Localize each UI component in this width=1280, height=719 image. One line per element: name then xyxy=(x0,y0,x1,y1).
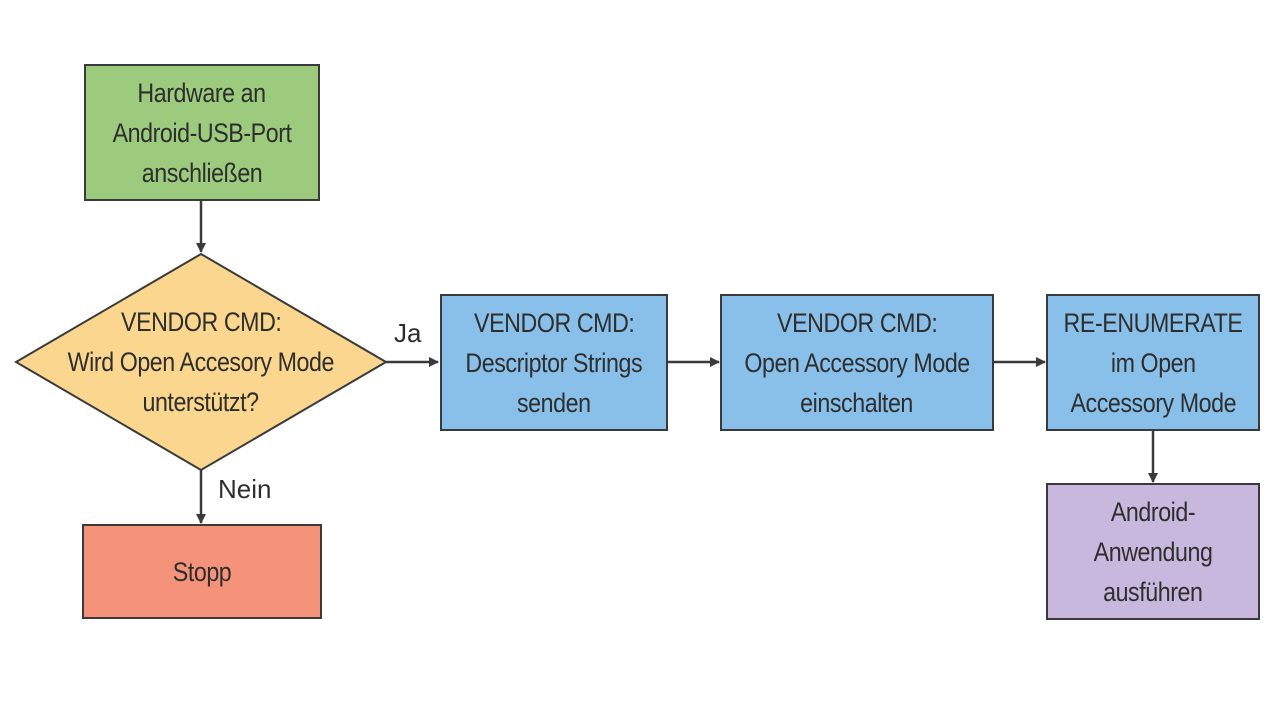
reenumerate-line-2: im Open xyxy=(1110,347,1196,378)
descriptor-line-2: Descriptor Strings xyxy=(465,347,643,378)
android-app-line-1: Android- xyxy=(1110,496,1196,527)
decision-line-3: unterstützt? xyxy=(142,387,260,417)
reenumerate-node: RE-ENUMERATE im Open Accessory Mode xyxy=(1046,294,1260,431)
reenumerate-line-3: Accessory Mode xyxy=(1070,387,1236,418)
start-node: Hardware an Android-USB-Port anschließen xyxy=(84,64,320,201)
stop-line-1: Stopp xyxy=(172,556,232,587)
accessory-on-line-2: Open Accessory Mode xyxy=(744,347,970,378)
yes-label: Ja xyxy=(394,318,422,348)
start-line-1: Hardware an xyxy=(137,77,267,108)
descriptor-line-3: senden xyxy=(517,387,591,418)
decision-line-1: VENDOR CMD: xyxy=(120,307,282,337)
start-line-3: anschließen xyxy=(141,157,263,188)
descriptor-line-1: VENDOR CMD: xyxy=(473,307,635,338)
android-app-node: Android- Anwendung ausführen xyxy=(1046,483,1260,620)
accessory-on-line-1: VENDOR CMD: xyxy=(776,307,938,338)
reenumerate-line-1: RE-ENUMERATE xyxy=(1063,307,1243,338)
descriptor-node: VENDOR CMD: Descriptor Strings senden xyxy=(440,294,668,431)
accessory-on-line-3: einschalten xyxy=(800,387,914,418)
start-line-2: Android-USB-Port xyxy=(112,117,292,148)
decision-line-2: Wird Open Accesory Mode xyxy=(67,347,335,377)
android-app-line-3: ausführen xyxy=(1103,576,1203,607)
decision-text: VENDOR CMD: Wird Open Accesory Mode unte… xyxy=(16,302,386,422)
android-app-line-2: Anwendung xyxy=(1093,536,1213,567)
accessory-on-node: VENDOR CMD: Open Accessory Mode einschal… xyxy=(720,294,994,431)
no-label: Nein xyxy=(218,474,272,504)
stop-node: Stopp xyxy=(82,524,322,619)
